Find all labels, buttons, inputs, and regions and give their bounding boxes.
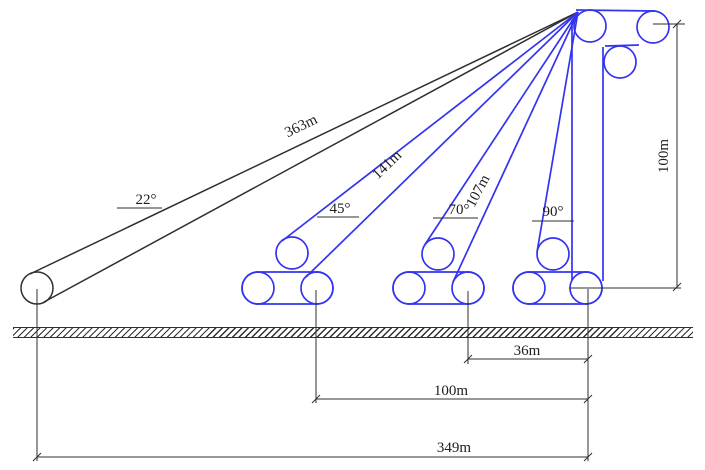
- dim-label-100m: 100m: [434, 383, 469, 399]
- angle-label-45deg: 45°: [330, 201, 351, 217]
- dimension-height-100m: 100m: [569, 19, 685, 292]
- dimension-span-36m: 36m: [463, 291, 593, 364]
- angle-label-22deg: 22°: [136, 192, 157, 208]
- dim-tick: [672, 19, 682, 29]
- incline-lower-45deg: [305, 11, 579, 278]
- dim-tick: [32, 452, 42, 462]
- dimension-span-100m: 100m: [311, 290, 593, 404]
- head-top-belt-line: [575, 9, 656, 12]
- dim-tick: [672, 282, 682, 292]
- base-pulley-right-45deg: [300, 271, 334, 305]
- boom-lower-line: [43, 11, 579, 303]
- base-pulley-left-45deg: [241, 271, 275, 305]
- boom-22deg: 22° 363m: [20, 11, 579, 305]
- base-belt-loop-45deg: [241, 271, 334, 305]
- base-pulley-left-90deg: [512, 271, 546, 305]
- head-station: [573, 9, 670, 79]
- boom-upper-line: [29, 11, 579, 275]
- dim-tick: [311, 394, 321, 404]
- dim-label-36m: 36m: [514, 343, 541, 359]
- base-pulley-left-70deg: [392, 271, 426, 305]
- base-belt-loop-70deg: [392, 271, 485, 305]
- dimension-span-349m: 349m: [32, 289, 593, 462]
- drive-pulley: [636, 10, 670, 44]
- dim-label-height-100m: 100m: [656, 139, 672, 174]
- incline-upper-70deg: [423, 11, 579, 247]
- base-pulley-top-90deg: [536, 237, 570, 271]
- snub-pulley: [603, 45, 637, 79]
- conveyor-90deg: 90°: [512, 11, 604, 305]
- base-pulley-top-70deg: [421, 237, 455, 271]
- angle-label-70deg: 70°: [449, 202, 470, 218]
- incline-upper-45deg: [281, 11, 579, 242]
- dim-tick: [463, 354, 473, 364]
- dim-tick: [583, 452, 593, 462]
- ground-hatch: [13, 327, 693, 338]
- head-lower-belt-line: [604, 44, 640, 47]
- length-label-363m: 363m: [282, 112, 320, 142]
- conveyor-45deg: 45° 141m: [241, 11, 579, 305]
- incline-lower-70deg: [452, 11, 579, 283]
- dim-label-349m: 349m: [437, 440, 472, 456]
- base-pulley-top-45deg: [275, 236, 309, 270]
- head-pulley: [573, 9, 607, 43]
- length-label-141m: 141m: [369, 147, 405, 182]
- angle-label-90deg: 90°: [543, 204, 564, 220]
